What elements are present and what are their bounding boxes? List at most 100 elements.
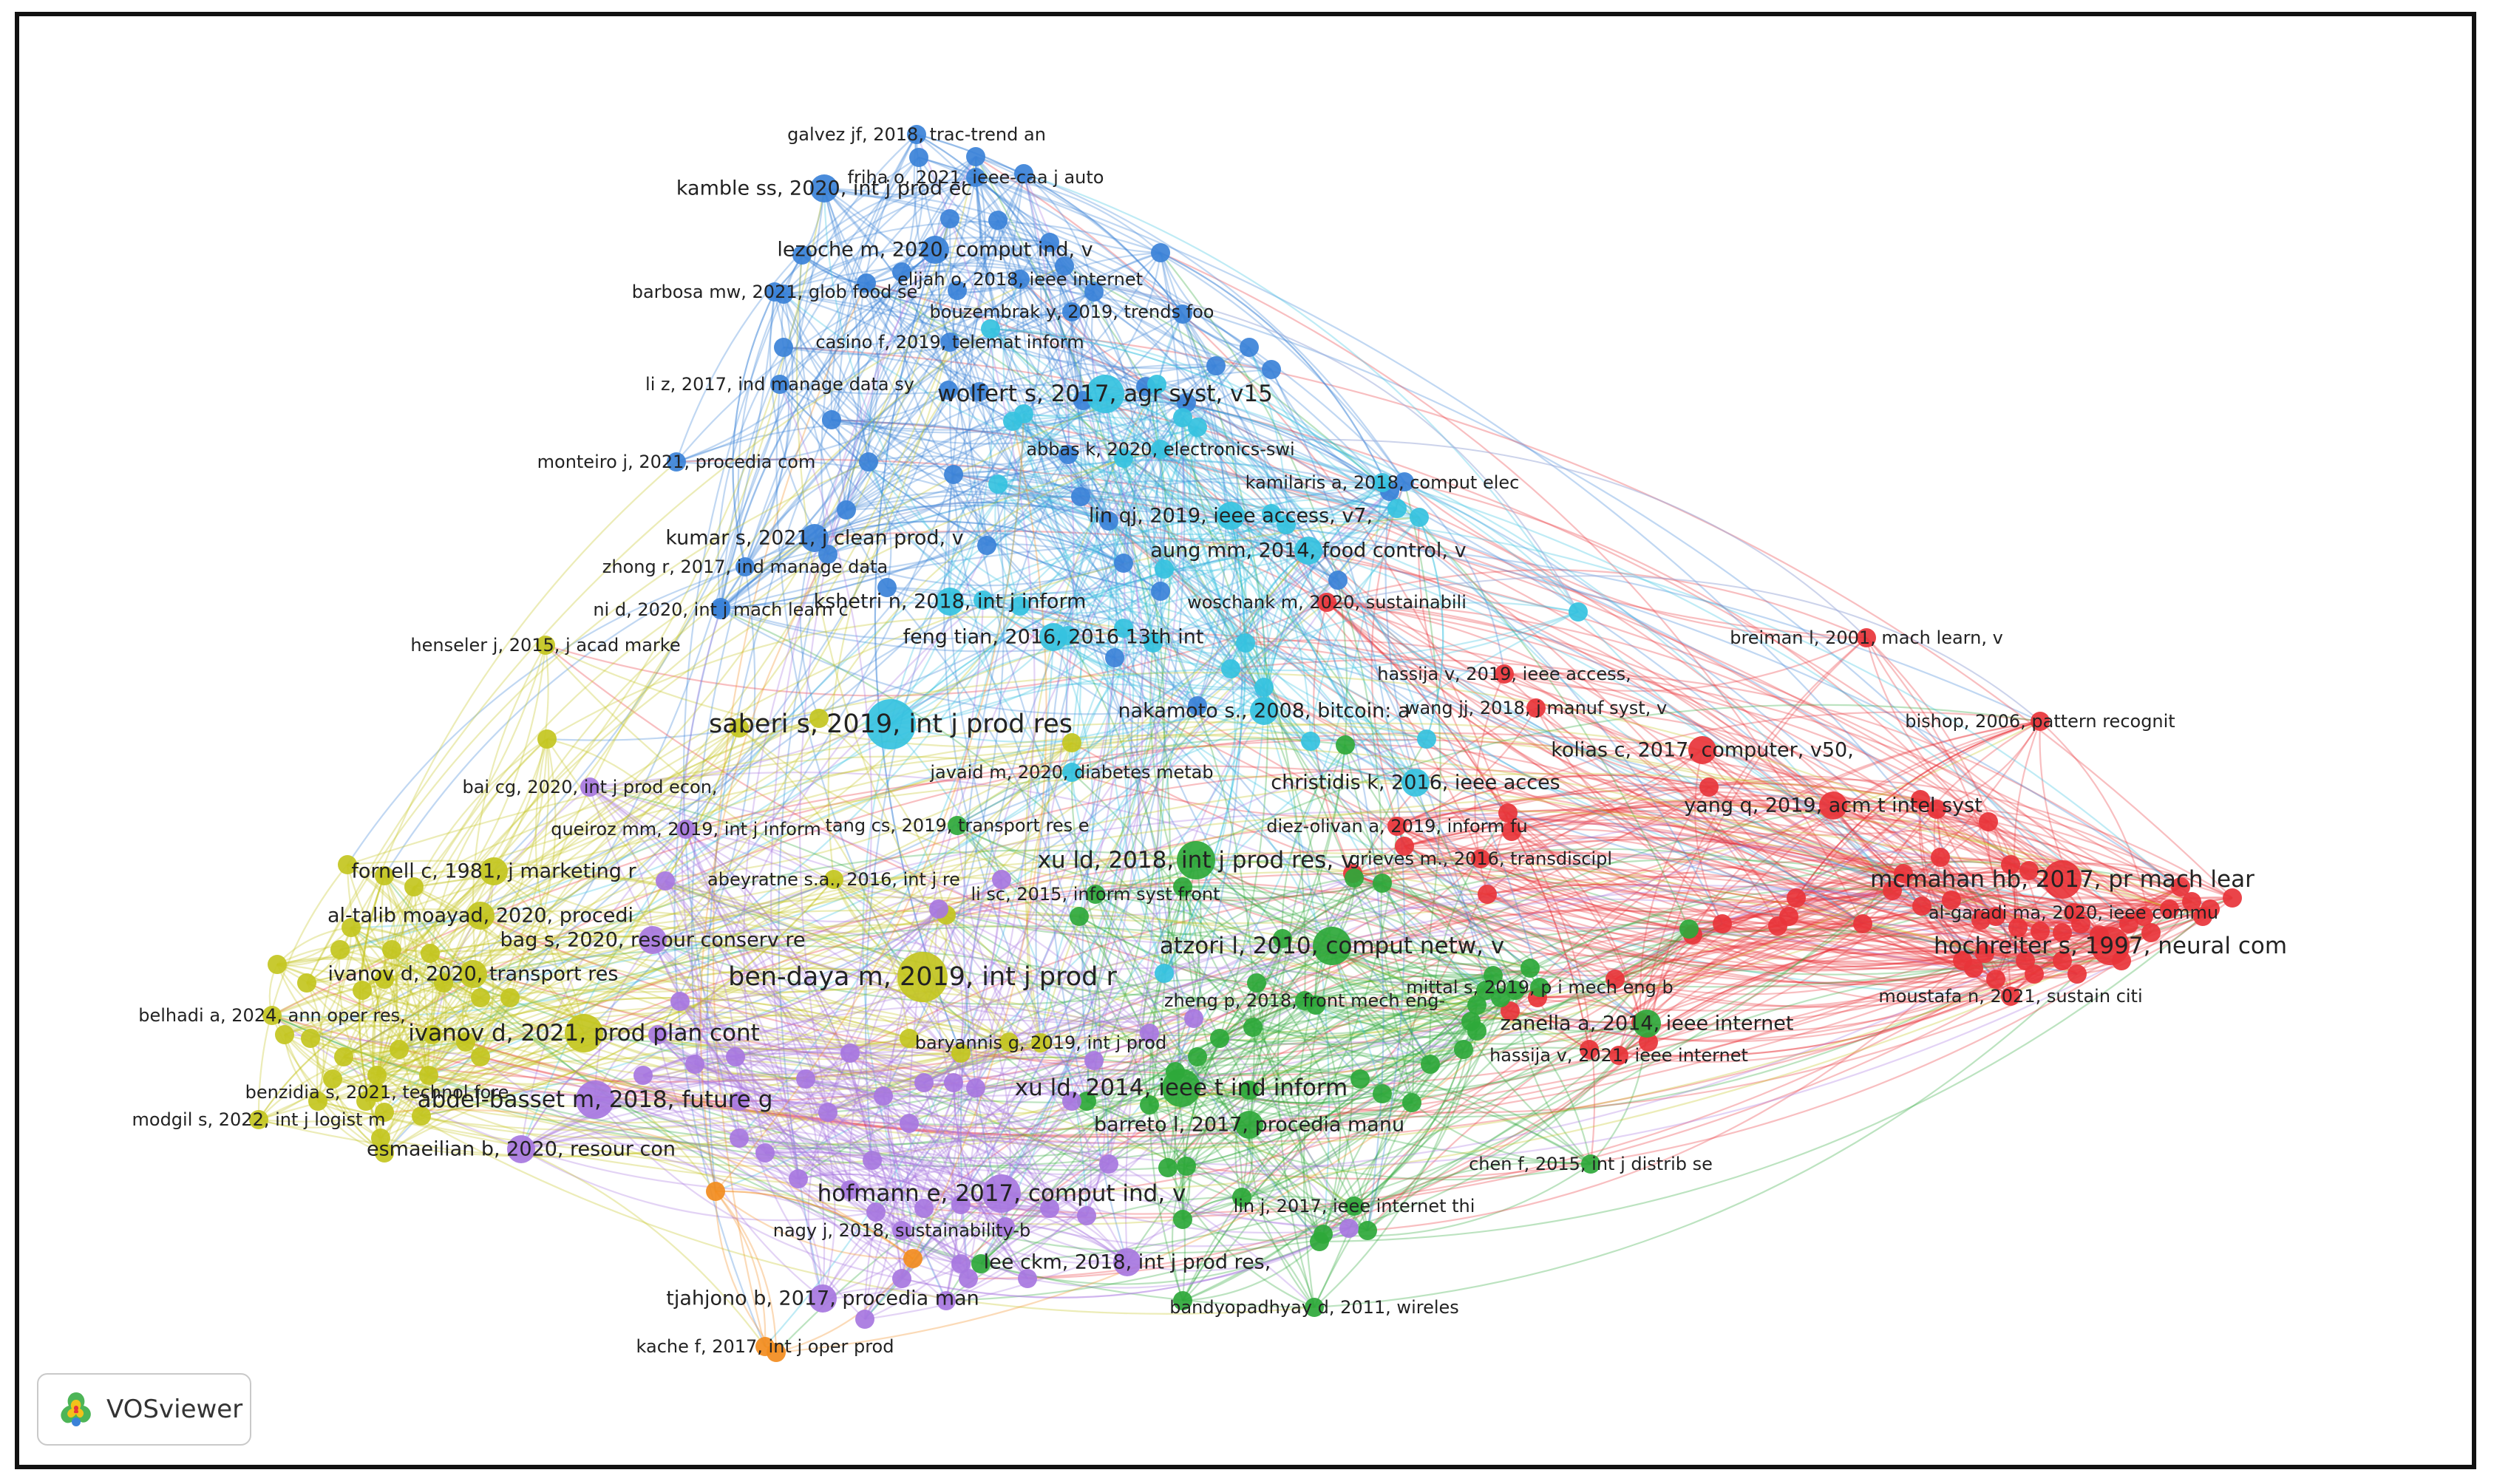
node-bubble[interactable] <box>1086 885 1105 904</box>
node-bubble[interactable] <box>1173 408 1192 427</box>
node-bubble[interactable] <box>1633 1010 1661 1038</box>
node-bubble[interactable] <box>863 1151 882 1170</box>
node-bubble[interactable] <box>2031 922 2050 941</box>
node-bubble[interactable] <box>1471 849 1490 868</box>
node-label[interactable]: hofmann e, 2017, comput ind, v <box>818 1180 1186 1207</box>
node-bubble[interactable] <box>1478 885 1497 904</box>
node-bubble[interactable] <box>466 902 495 930</box>
node-bubble[interactable] <box>1014 164 1033 183</box>
node-label[interactable]: ben-daya m, 2019, int j prod r <box>728 962 1117 992</box>
node-bubble[interactable] <box>1114 619 1133 638</box>
node-bubble[interactable] <box>996 1217 1015 1236</box>
node-bubble[interactable] <box>1147 375 1166 394</box>
node-bubble[interactable] <box>537 729 557 749</box>
node-bubble[interactable] <box>1177 393 1196 412</box>
node-bubble[interactable] <box>1188 418 1207 437</box>
node-bubble[interactable] <box>1173 304 1192 324</box>
node-bubble[interactable] <box>1484 966 1503 985</box>
node-bubble[interactable] <box>1084 1051 1104 1070</box>
node-bubble[interactable] <box>656 871 675 891</box>
node-bubble[interactable] <box>1328 571 1348 590</box>
node-bubble[interactable] <box>948 281 967 300</box>
node-label[interactable]: ivanov d, 2021, prod plan cont <box>408 1020 760 1046</box>
node-bubble[interactable] <box>1077 1092 1096 1111</box>
node-bubble[interactable] <box>1310 1232 1329 1251</box>
node-bubble[interactable] <box>1819 792 1847 820</box>
node-label[interactable]: nakamoto s., 2008, bitcoin: a <box>1118 700 1410 723</box>
node-bubble[interactable] <box>840 1044 860 1063</box>
node-bubble[interactable] <box>1491 988 1510 1007</box>
node-bubble[interactable] <box>921 236 949 264</box>
node-bubble[interactable] <box>1853 914 1872 933</box>
node-bubble[interactable] <box>2043 860 2082 899</box>
node-bubble[interactable] <box>1240 1080 1259 1100</box>
node-bubble[interactable] <box>988 211 1008 230</box>
node-bubble[interactable] <box>1520 959 1540 978</box>
node-label[interactable]: elijah o, 2018, ieee internet <box>897 269 1143 290</box>
node-label[interactable]: monteiro j, 2021, procedia com <box>537 452 816 472</box>
node-bubble[interactable] <box>1105 648 1124 667</box>
node-bubble[interactable] <box>342 918 361 937</box>
node-bubble[interactable] <box>1062 763 1081 782</box>
node-bubble[interactable] <box>897 952 948 1002</box>
node-bubble[interactable] <box>1071 487 1090 506</box>
node-bubble[interactable] <box>2053 951 2072 970</box>
node-bubble[interactable] <box>809 709 829 728</box>
node-bubble[interactable] <box>1059 445 1078 464</box>
node-bubble[interactable] <box>992 870 1011 889</box>
node-label[interactable]: hochreiter s, 1997, neural com <box>1934 933 2287 959</box>
node-label[interactable]: barreto l, 2017, procedia manu <box>1094 1114 1404 1137</box>
node-bubble[interactable] <box>1530 978 1549 997</box>
node-bubble[interactable] <box>1942 891 1961 910</box>
node-label[interactable]: zheng p, 2018, front mech eng- <box>1164 990 1445 1011</box>
node-bubble[interactable] <box>1679 919 1699 939</box>
node-bubble[interactable] <box>765 282 784 302</box>
node-bubble[interactable] <box>711 600 730 619</box>
node-bubble[interactable] <box>1581 1154 1600 1174</box>
node-bubble[interactable] <box>859 452 878 472</box>
node-label[interactable]: friha o, 2021, ieee-caa j auto <box>848 167 1104 188</box>
node-bubble[interactable] <box>480 857 508 885</box>
node-bubble[interactable] <box>375 970 394 989</box>
node-bubble[interactable] <box>1395 837 1414 856</box>
node-label[interactable]: baryannis g, 2019, int j prod <box>915 1032 1166 1053</box>
node-bubble[interactable] <box>974 590 993 610</box>
node-bubble[interactable] <box>840 1180 860 1199</box>
node-bubble[interactable] <box>903 1249 922 1268</box>
node-bubble[interactable] <box>796 1069 815 1089</box>
node-bubble[interactable] <box>1173 1291 1192 1310</box>
node-label[interactable]: al-talib moayad, 2020, procedi <box>327 905 633 928</box>
node-bubble[interactable] <box>685 1055 704 1074</box>
node-bubble[interactable] <box>837 500 856 520</box>
node-bubble[interactable] <box>939 381 958 400</box>
node-label[interactable]: mittal s, 2019, p i mech eng b <box>1406 977 1673 998</box>
node-bubble[interactable] <box>1373 473 1392 492</box>
node-bubble[interactable] <box>633 1066 653 1085</box>
node-bubble[interactable] <box>249 1110 268 1129</box>
node-bubble[interactable] <box>706 1182 725 1201</box>
node-bubble[interactable] <box>423 1025 442 1044</box>
node-bubble[interactable] <box>375 1103 394 1122</box>
node-label[interactable]: lezoche m, 2020, comput ind, v <box>777 239 1093 262</box>
node-bubble[interactable] <box>1986 907 2005 926</box>
node-bubble[interactable] <box>1173 1210 1192 1229</box>
node-bubble[interactable] <box>1931 848 1950 867</box>
node-bubble[interactable] <box>1580 1040 1599 1059</box>
node-bubble[interactable] <box>1151 243 1170 262</box>
node-bubble[interactable] <box>948 816 967 835</box>
node-bubble[interactable] <box>855 1310 874 1329</box>
node-bubble[interactable] <box>1609 1046 1628 1065</box>
node-bubble[interactable] <box>404 877 424 896</box>
node-bubble[interactable] <box>1114 554 1133 573</box>
node-bubble[interactable] <box>2223 888 2242 908</box>
node-label[interactable]: lin qj, 2019, ieee access, v7, <box>1089 505 1373 528</box>
node-bubble[interactable] <box>809 1284 837 1313</box>
node-label[interactable]: al-garadi ma, 2020, ieee commu <box>1929 902 2218 923</box>
node-bubble[interactable] <box>2193 907 2212 926</box>
node-label[interactable]: saberi s, 2019, int j prod res <box>709 709 1073 739</box>
node-label[interactable]: esmaeilian b, 2020, resour con <box>367 1138 676 1161</box>
node-bubble[interactable] <box>2019 861 2039 880</box>
node-bubble[interactable] <box>1040 233 1059 252</box>
node-bubble[interactable] <box>1313 927 1351 965</box>
node-bubble[interactable] <box>730 718 749 738</box>
